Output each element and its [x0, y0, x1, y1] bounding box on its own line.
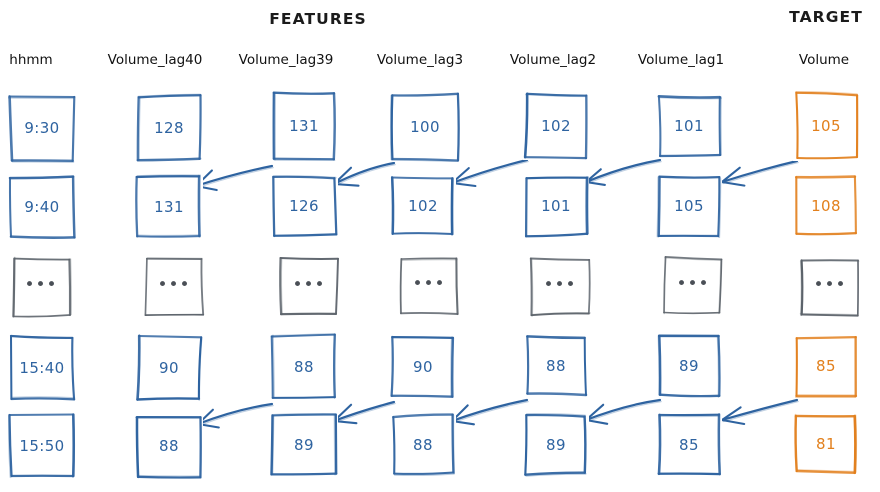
column-header-volume_lag1: Volume_lag1	[637, 52, 725, 68]
cell-value: 89	[546, 435, 566, 454]
cell-value: 102	[408, 196, 438, 215]
cell-value: 128	[154, 118, 184, 137]
cell-row-ellipsis-volume_lag3: •••	[398, 255, 460, 317]
arrow-lag2-to-lag3-top	[450, 158, 529, 188]
cell-value: 85	[816, 356, 836, 375]
cell-row-1540-volume_lag40: 90	[135, 334, 203, 402]
cell-value: •••	[813, 274, 847, 295]
cell-row-1540-volume_lag2: 88	[523, 334, 589, 398]
cell-row-ellipsis-volume: •••	[799, 256, 861, 318]
cell-value: 89	[294, 435, 314, 454]
column-header-volume_lag2: Volume_lag2	[509, 52, 597, 68]
cell-row-0930-hhmm: 9:30	[8, 93, 76, 163]
group-label-target: TARGET	[789, 8, 863, 26]
cell-row-0940-volume_lag39: 126	[270, 174, 338, 238]
cell-row-0940-hhmm: 9:40	[8, 174, 76, 240]
cell-value: 108	[811, 196, 841, 215]
cell-value: 88	[413, 435, 433, 454]
cell-row-0940-volume_lag3: 102	[390, 174, 456, 238]
cell-value: 90	[413, 357, 433, 376]
arrow-lag3-to-lag39-bot	[332, 400, 396, 425]
cell-value: 131	[289, 116, 319, 135]
cell-value: 88	[294, 357, 314, 376]
arrow-lag39-to-lag40-top	[194, 164, 274, 192]
cell-value: 105	[811, 116, 841, 135]
column-header-volume_lag40: Volume_lag40	[107, 52, 203, 68]
cell-row-1540-volume_lag1: 89	[656, 334, 722, 398]
cell-row-1550-volume_lag1: 85	[656, 413, 722, 477]
cell-value: 81	[816, 434, 836, 453]
cell-row-0930-volume_lag2: 102	[523, 92, 589, 160]
cell-row-0940-volume_lag40: 131	[135, 174, 203, 240]
cell-value: 102	[541, 116, 571, 135]
cell-value: 100	[410, 117, 440, 136]
cell-row-1550-volume_lag3: 88	[390, 413, 456, 477]
cell-row-1550-hhmm: 15:50	[8, 413, 76, 479]
cell-row-ellipsis-volume_lag40: •••	[143, 256, 205, 318]
group-label-features: FEATURES	[269, 10, 367, 28]
cell-row-0930-volume_lag39: 131	[270, 91, 338, 161]
cell-row-1550-volume_lag2: 89	[523, 413, 589, 477]
cell-row-ellipsis-hhmm: •••	[10, 256, 72, 318]
cell-value: 131	[154, 197, 184, 216]
cell-value: 101	[674, 116, 704, 135]
arrow-volume-to-lag1-top	[720, 159, 799, 187]
cell-value: •••	[157, 274, 191, 295]
cell-value: 15:40	[19, 358, 65, 377]
cell-row-0930-volume_lag1: 101	[656, 93, 722, 159]
cell-value: 9:30	[24, 118, 60, 137]
arrow-lag1-to-lag2-bot	[584, 398, 662, 425]
cell-row-1540-hhmm: 15:40	[8, 334, 76, 402]
column-header-volume_lag3: Volume_lag3	[376, 52, 464, 68]
cell-row-1550-volume: 81	[793, 413, 859, 475]
cell-row-0940-volume: 108	[793, 175, 859, 237]
cell-row-0930-volume_lag40: 128	[135, 93, 203, 163]
cell-row-0940-volume_lag1: 105	[656, 174, 722, 238]
column-header-hhmm: hhmm	[9, 52, 53, 68]
cell-row-ellipsis-volume_lag1: •••	[662, 255, 724, 317]
arrow-lag3-to-lag39-top	[332, 161, 396, 187]
cell-value: •••	[24, 274, 58, 295]
arrow-lag1-to-lag2-top	[584, 158, 662, 186]
cell-row-0930-volume_lag3: 100	[390, 92, 460, 162]
arrow-lag2-to-lag3-bot	[450, 398, 529, 426]
cell-value: 101	[541, 196, 571, 215]
cell-value: 85	[679, 435, 699, 454]
cell-value: 88	[546, 356, 566, 375]
cell-row-0940-volume_lag2: 101	[523, 174, 589, 238]
cell-value: 90	[159, 358, 179, 377]
cell-row-1540-volume_lag39: 88	[270, 333, 338, 401]
cell-value: •••	[543, 274, 577, 295]
cell-value: 89	[679, 356, 699, 375]
cell-row-1550-volume_lag39: 89	[270, 413, 338, 477]
arrow-volume-to-lag1-bot	[720, 398, 799, 426]
cell-value: 126	[289, 196, 319, 215]
cell-value: 105	[674, 196, 704, 215]
cell-row-1540-volume: 85	[793, 334, 859, 398]
cell-value: 88	[159, 436, 179, 455]
cell-row-0930-volume: 105	[793, 91, 859, 161]
column-header-volume: Volume	[798, 52, 850, 68]
cell-value: 15:50	[19, 436, 65, 455]
cell-row-1550-volume_lag40: 88	[135, 413, 203, 479]
cell-value: •••	[676, 273, 710, 294]
column-header-volume_lag39: Volume_lag39	[238, 52, 334, 68]
cell-value: 9:40	[24, 197, 60, 216]
arrow-lag39-to-lag40-bot	[196, 402, 274, 429]
cell-value: •••	[292, 274, 326, 295]
cell-row-ellipsis-volume_lag39: •••	[278, 256, 340, 318]
cell-row-1540-volume_lag3: 90	[390, 334, 456, 400]
cell-value: •••	[412, 273, 446, 294]
cell-row-ellipsis-volume_lag2: •••	[529, 256, 591, 318]
